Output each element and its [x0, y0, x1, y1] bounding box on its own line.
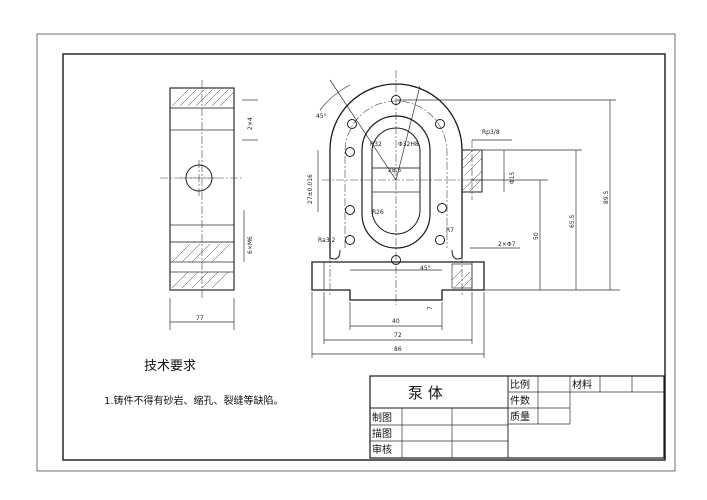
title-block: 泵 体 比例 材料 件数 质量 制图 描图 审核 [369, 375, 665, 459]
dim-mid-width: 28.5 [388, 167, 402, 174]
dim-center-dist: 27±0.016 [307, 174, 314, 204]
tb-drawn-by: 制图 [372, 411, 392, 424]
dim-ra: Ra3.2 [318, 237, 335, 244]
notes-heading: 技术要求 [144, 359, 196, 374]
dim-rp: Rp3/8 [482, 129, 500, 136]
dim-top-slot: 2×4 [247, 117, 254, 130]
inner-border [62, 53, 666, 461]
dim-50: 50 [533, 232, 540, 240]
dim-hole-note: 2×Φ7 [498, 241, 516, 248]
notes-item-1: 1.铸件不得有砂岩、缩孔、裂缝等缺陷。 [104, 394, 284, 407]
dim-r32: R32 [370, 141, 382, 148]
tb-traced-by: 描图 [372, 427, 392, 440]
bolt-holes [345, 95, 447, 265]
dim-655: 65.5 [569, 214, 576, 228]
tb-scale: 比例 [510, 378, 530, 391]
tb-checked-by: 审核 [372, 443, 392, 456]
tb-part-name: 泵 体 [408, 384, 443, 402]
dim-bore: Φ32H8 [398, 141, 419, 148]
tb-mass: 质量 [510, 411, 530, 423]
dim-port: Φ15 [509, 171, 516, 184]
front-view-dimensions: R32 Φ32H8 28.5 R26 27±0.016 Ra3.2 Rp3/8 … [307, 99, 620, 358]
technical-notes: 技术要求 1.铸件不得有砂岩、缩孔、裂缝等缺陷。 [104, 359, 284, 407]
dim-86: 86 [394, 346, 402, 353]
dim-40: 40 [392, 318, 400, 325]
tb-quantity: 件数 [510, 394, 530, 407]
dim-72: 72 [394, 332, 402, 339]
dim-angle-45-top: 45° [316, 113, 327, 120]
dim-angle-45-bottom: 45° [420, 265, 431, 272]
side-view: 77 2×4 6×M6 [160, 80, 258, 330]
dim-r26: R26 [372, 209, 384, 216]
dim-front-width: 77 [196, 315, 204, 322]
dim-7: 7 [427, 306, 434, 310]
dim-bottom-thread: 6×M6 [247, 236, 254, 254]
dim-895: 89.5 [603, 190, 610, 204]
outer-border [36, 33, 676, 472]
dim-r7: R7 [446, 227, 454, 234]
tb-material: 材料 [572, 378, 592, 391]
front-view: 45° [311, 70, 485, 305]
